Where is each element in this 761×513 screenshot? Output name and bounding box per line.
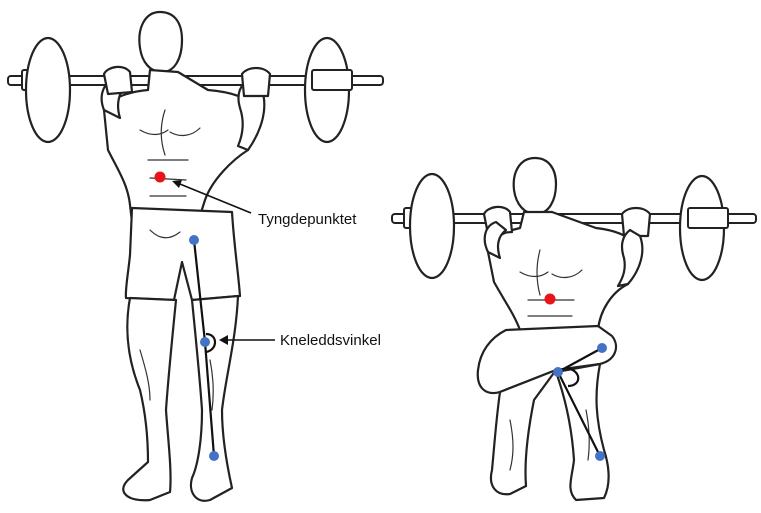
- ankle-joint-dot-squat: [595, 451, 605, 461]
- squatting-lifter: [392, 158, 756, 500]
- knee-joint-dot-squat: [553, 367, 563, 377]
- knee-joint-dot-standing: [200, 337, 210, 347]
- hip-joint-dot-squat: [597, 343, 607, 353]
- standing-lifter: [8, 12, 383, 501]
- center-of-gravity-dot-squat: [545, 294, 556, 305]
- label-knee-angle: Kneleddsvinkel: [280, 332, 381, 349]
- label-center-of-gravity: Tyngdepunktet: [258, 211, 357, 228]
- hip-joint-dot-standing: [189, 235, 199, 245]
- center-of-gravity-dot-standing: [155, 172, 166, 183]
- ankle-joint-dot-standing: [209, 451, 219, 461]
